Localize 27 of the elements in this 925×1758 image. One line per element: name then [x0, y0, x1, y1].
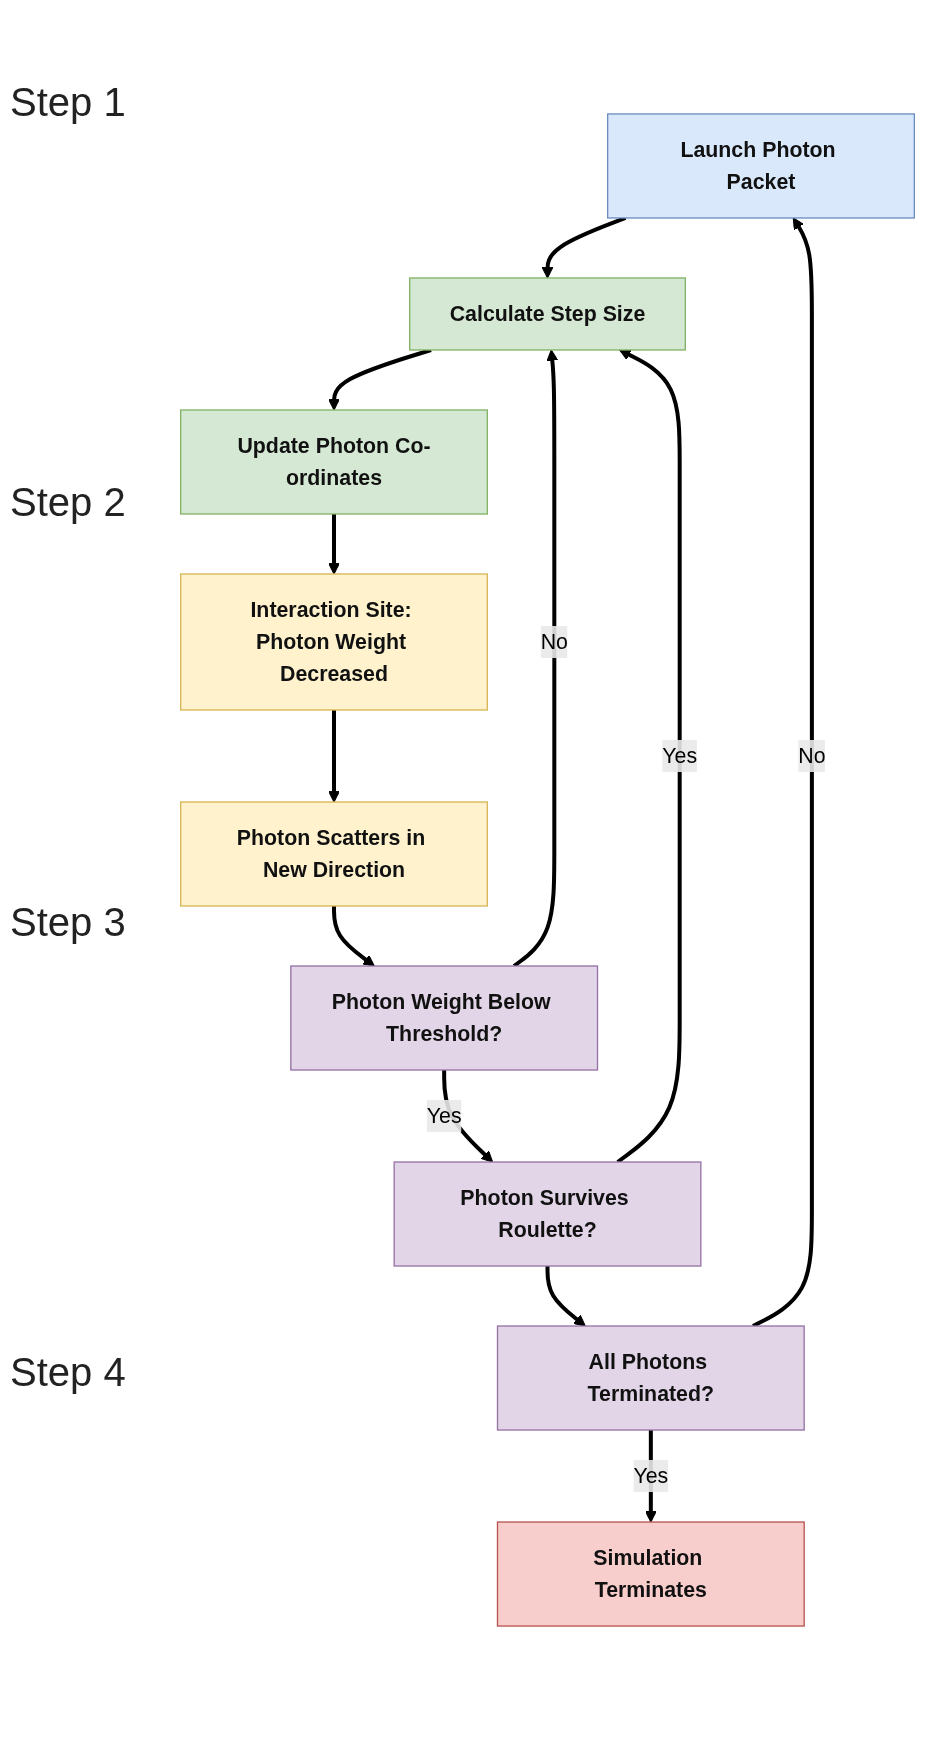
- node-box: All Photons Terminated?: [496, 1325, 805, 1431]
- arrow: [328, 514, 340, 575]
- node-box: Update Photon Co-ordinates: [180, 409, 488, 515]
- arrow: [328, 710, 340, 803]
- step-label: Step 1: [10, 80, 126, 125]
- edge-label: No: [540, 629, 568, 653]
- node-box: Photon Survives Roulette?: [393, 1161, 702, 1267]
- arrow: [616, 349, 682, 1164]
- node-box: Launch Photon Packet: [607, 113, 915, 219]
- arrow: [541, 216, 627, 279]
- arrow: [545, 1266, 586, 1327]
- step-label: Step 3: [10, 900, 126, 945]
- arrow: [752, 217, 814, 1328]
- node-box: Calculate Step Size: [409, 277, 686, 351]
- edge-label: Yes: [426, 1104, 462, 1127]
- arrow: [512, 349, 559, 968]
- node-box: Photon Weight Below Threshold?: [290, 965, 599, 1071]
- edge-label: Yes: [662, 743, 698, 767]
- arrow: [332, 906, 375, 967]
- step-label: Step 2: [10, 480, 126, 525]
- edge-label: No: [798, 743, 826, 767]
- node-box: Interaction Site: Photon Weight Decreased: [180, 573, 488, 711]
- step-label: Step 4: [10, 1350, 126, 1395]
- node-box: Simulation Terminates: [496, 1521, 805, 1627]
- node-box: Photon Scatters in New Direction: [180, 801, 488, 907]
- arrow: [328, 348, 432, 411]
- edge-label: Yes: [633, 1464, 669, 1487]
